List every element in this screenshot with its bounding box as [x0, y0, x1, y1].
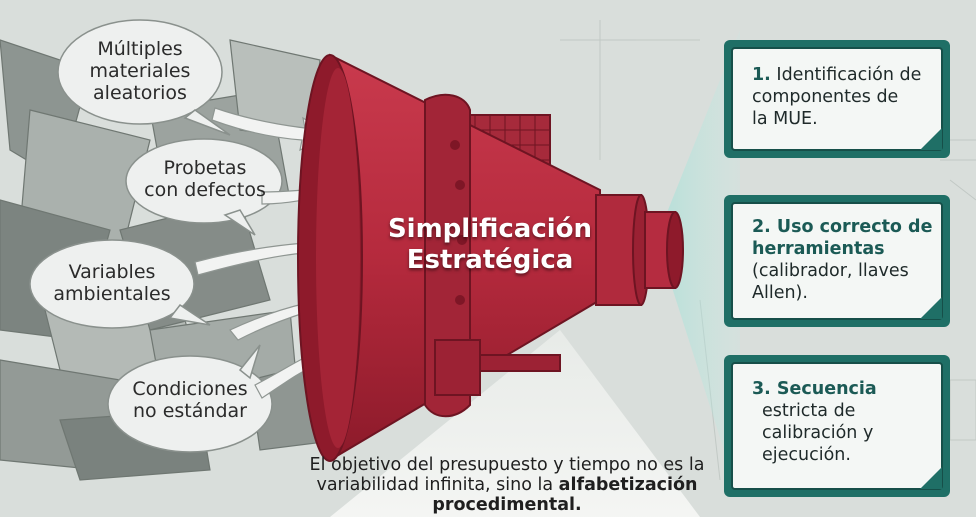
card-text-lead: Secuencia — [776, 379, 877, 399]
output-cards — [724, 40, 950, 497]
footer-line: variabilidad infinita, sino la — [316, 475, 559, 495]
center-title-line: Estratégica — [406, 245, 574, 275]
output-card-3: 3. Secuencia estricta de calibración y e… — [752, 378, 937, 466]
bubble-line: no estándar — [133, 400, 247, 422]
card-number: 1. — [752, 65, 771, 85]
card-text-line: (calibrador, llaves — [752, 261, 909, 281]
bubble-line: con defectos — [144, 179, 266, 201]
input-bubble-conditions: Condiciones no estándar — [115, 378, 265, 422]
card-number: 2. — [752, 217, 771, 237]
light-floor — [330, 330, 700, 517]
card-text-lead: Uso correcto de — [776, 217, 933, 237]
output-card-1: 1. Identificación de componentes de la M… — [752, 64, 937, 130]
card-text-line: calibración y — [762, 423, 874, 443]
card-text-line: Allen). — [752, 283, 808, 303]
card-2-frame — [724, 195, 950, 327]
card-3-frame — [724, 355, 950, 497]
card-number: 3. — [752, 379, 771, 399]
card-text-lead: Identificación de — [776, 65, 922, 85]
bubble-line: Probetas — [163, 157, 247, 179]
footer-emphasis: alfabetización — [558, 475, 698, 495]
center-title: Simplificación Estratégica — [380, 214, 600, 276]
input-bubble-materials: Múltiples materiales aleatorios — [70, 38, 210, 104]
bubble-line: ambientales — [53, 283, 171, 305]
megaphone-graphic — [297, 53, 684, 462]
card-1-frame — [724, 40, 950, 158]
bubble-line: Múltiples — [97, 38, 183, 60]
input-bubble-specimens: Probetas con defectos — [135, 157, 275, 201]
bubble-line: aleatorios — [93, 82, 187, 104]
input-bubble-variables: Variables ambientales — [42, 261, 182, 305]
teal-beam — [660, 30, 740, 500]
card-text-line: componentes de — [752, 87, 899, 107]
card-text-line: estricta de — [762, 401, 856, 421]
center-title-line: Simplificación — [387, 214, 593, 244]
footer-emphasis: procedimental. — [432, 495, 582, 515]
bubble-line: materiales — [89, 60, 191, 82]
footer-caption: El objetivo del presupuesto y tiempo no … — [282, 455, 732, 515]
output-card-2: 2. Uso correcto de herramientas (calibra… — [752, 216, 937, 304]
bubble-line: Condiciones — [132, 378, 248, 400]
footer-line: El objetivo del presupuesto y tiempo no … — [309, 455, 705, 475]
speech-bubbles — [29, 19, 283, 453]
card-text-line: ejecución. — [762, 445, 851, 465]
card-text-lead: herramientas — [752, 239, 885, 259]
card-text-line: la MUE. — [752, 109, 818, 129]
bubble-line: Variables — [68, 261, 156, 283]
